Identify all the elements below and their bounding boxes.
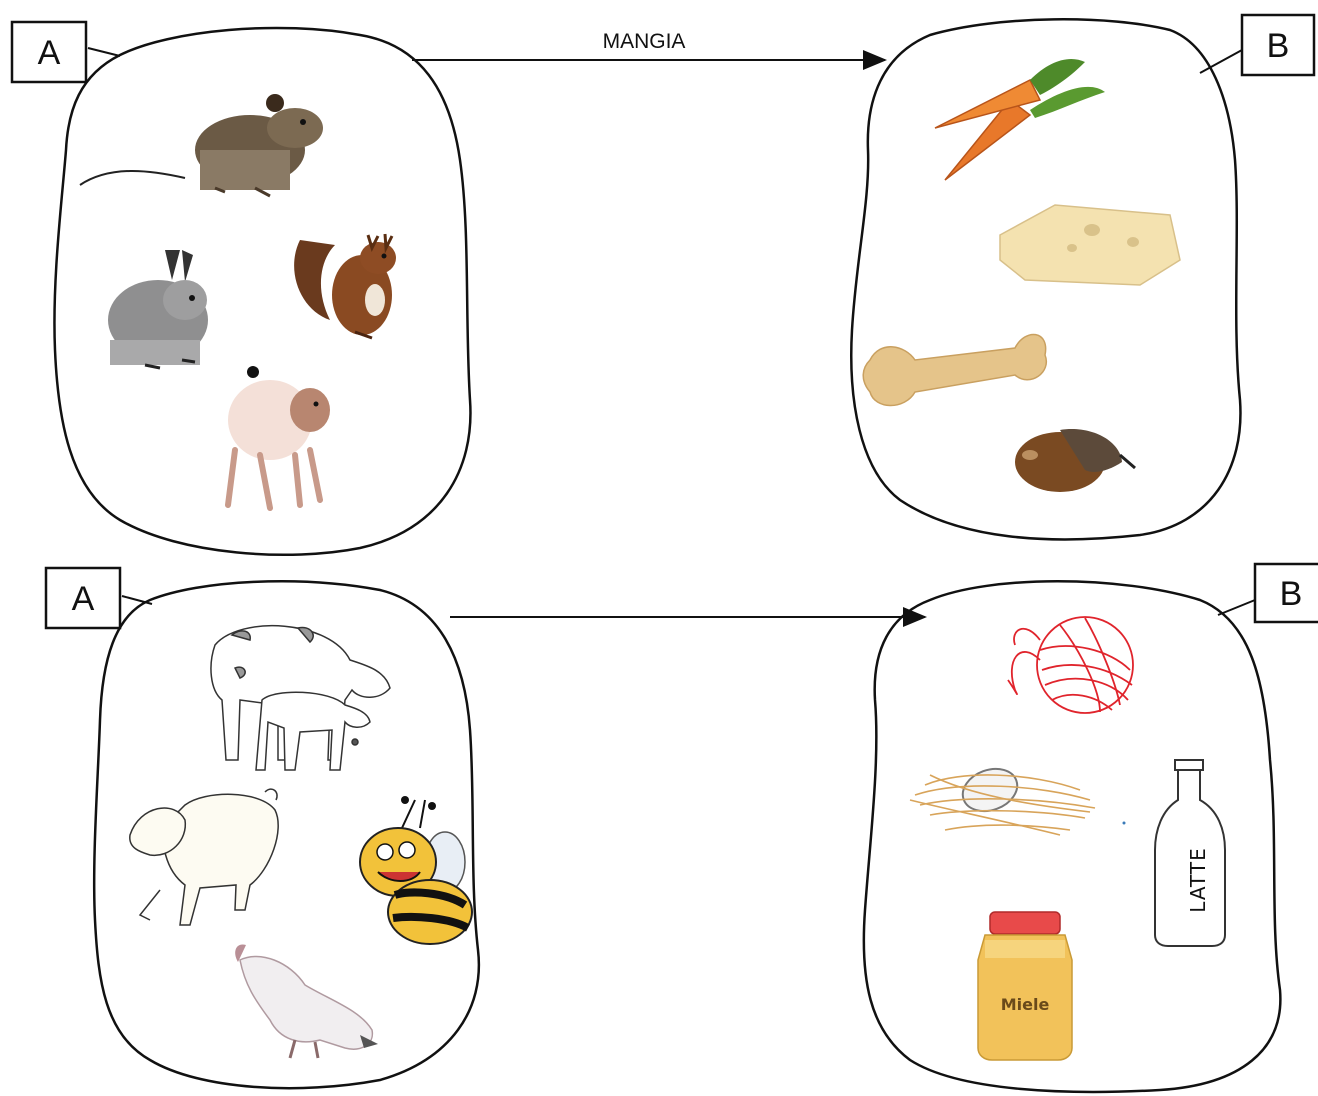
cheese-icon	[1000, 205, 1180, 285]
bottom-left-label: A	[72, 580, 95, 618]
bone-icon	[863, 334, 1046, 405]
bottom-right-group: B	[864, 564, 1318, 1092]
bee-icon	[360, 796, 472, 944]
bottom-right-label-box: B	[1255, 564, 1318, 622]
wool-ball-icon	[1008, 617, 1133, 713]
squirrel-icon	[294, 234, 396, 338]
dog-icon	[228, 366, 330, 508]
top-right-group: B	[851, 15, 1314, 539]
bottom-left-group: A	[46, 568, 479, 1088]
honey-jar-icon: Miele	[978, 912, 1072, 1060]
acorn-icon	[1015, 429, 1135, 492]
top-arrow: MANGIA	[412, 30, 885, 60]
top-arrow-label: MANGIA	[603, 30, 686, 53]
top-left-label: A	[38, 34, 61, 72]
bottom-right-label: B	[1280, 575, 1303, 613]
bottom-left-label-box: A	[46, 568, 120, 628]
carrots-icon	[935, 59, 1105, 180]
top-right-label-box: B	[1242, 15, 1314, 75]
hen-icon	[235, 944, 378, 1058]
milk-bottle-icon: LATTE	[1155, 760, 1225, 946]
mouse-icon	[80, 94, 323, 196]
top-right-label: B	[1267, 27, 1290, 65]
top-left-group: A	[12, 22, 470, 555]
egg-in-nest-icon	[910, 762, 1095, 835]
stray-dot	[1123, 822, 1126, 825]
bottom-right-connector	[1218, 600, 1255, 615]
rabbit-icon	[108, 250, 208, 368]
honey-jar-label: Miele	[1001, 995, 1050, 1014]
cow-and-calf-icon	[211, 626, 390, 770]
milk-bottle-label: LATTE	[1186, 847, 1210, 912]
top-left-label-box: A	[12, 22, 86, 82]
top-left-connector	[88, 48, 120, 56]
lamb-icon	[130, 789, 278, 925]
